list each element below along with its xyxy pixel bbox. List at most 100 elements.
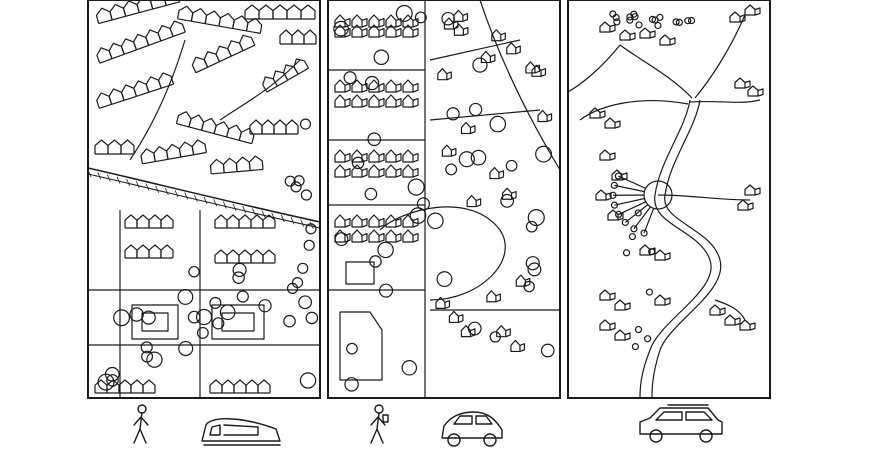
suv-icon bbox=[639, 404, 723, 443]
house bbox=[334, 214, 351, 228]
house bbox=[453, 9, 469, 22]
tree bbox=[631, 13, 639, 21]
tree bbox=[631, 343, 640, 351]
tree bbox=[196, 327, 209, 339]
house bbox=[506, 42, 521, 55]
tree bbox=[187, 310, 201, 324]
tree bbox=[672, 18, 680, 26]
main-road bbox=[639, 99, 712, 398]
tree bbox=[344, 377, 359, 392]
tree bbox=[106, 374, 119, 387]
tree bbox=[500, 193, 515, 208]
tree bbox=[489, 115, 507, 133]
terrace-row bbox=[244, 4, 316, 20]
house bbox=[709, 304, 726, 316]
main-road bbox=[651, 99, 722, 398]
house bbox=[351, 149, 368, 163]
house bbox=[639, 244, 656, 256]
walking-person-icon bbox=[370, 404, 389, 444]
tree bbox=[489, 331, 501, 343]
house bbox=[441, 144, 457, 157]
terrace-row bbox=[95, 0, 181, 25]
tree bbox=[367, 132, 382, 147]
terrace-row bbox=[209, 155, 264, 175]
roundabout bbox=[643, 180, 673, 210]
tree bbox=[377, 241, 394, 259]
terrace-row bbox=[214, 214, 276, 229]
tree bbox=[369, 255, 382, 268]
tree bbox=[232, 271, 245, 284]
tree bbox=[525, 220, 538, 233]
tree bbox=[195, 308, 213, 326]
tree bbox=[293, 175, 305, 187]
tree bbox=[129, 307, 144, 322]
tree bbox=[427, 212, 444, 230]
house bbox=[604, 117, 621, 129]
tree bbox=[687, 17, 696, 25]
terrace-row bbox=[175, 111, 255, 145]
tree bbox=[416, 197, 431, 211]
tree bbox=[236, 290, 249, 303]
tree bbox=[283, 314, 296, 328]
tree bbox=[364, 75, 380, 91]
street bbox=[479, 0, 560, 171]
tree bbox=[141, 350, 154, 363]
street bbox=[219, 59, 301, 121]
dense-urban-panel bbox=[87, 0, 321, 399]
house bbox=[510, 339, 526, 353]
tree bbox=[648, 248, 656, 256]
house bbox=[402, 149, 419, 163]
tree bbox=[535, 145, 552, 163]
house bbox=[744, 4, 761, 16]
terrace-row bbox=[94, 139, 135, 155]
house bbox=[739, 319, 756, 331]
tree bbox=[351, 156, 365, 170]
terrace-row bbox=[214, 249, 276, 264]
train-icon bbox=[201, 418, 281, 446]
dense-building-blocks bbox=[94, 0, 317, 394]
house bbox=[368, 149, 385, 163]
tree bbox=[445, 163, 458, 176]
house bbox=[334, 164, 351, 178]
tree bbox=[346, 342, 358, 355]
house bbox=[744, 184, 761, 196]
house bbox=[747, 85, 764, 97]
terrace-row bbox=[191, 34, 256, 74]
house bbox=[368, 229, 385, 243]
tree bbox=[364, 187, 378, 201]
house bbox=[448, 310, 464, 324]
house bbox=[402, 229, 419, 243]
tree bbox=[232, 262, 247, 278]
house bbox=[385, 214, 402, 228]
branch-road bbox=[619, 44, 693, 99]
cul-de-sac-spokes bbox=[609, 172, 655, 237]
tree bbox=[628, 233, 637, 241]
house bbox=[437, 68, 452, 81]
tree bbox=[300, 189, 313, 201]
branch-road bbox=[694, 14, 746, 99]
house bbox=[639, 27, 656, 39]
tree bbox=[113, 309, 131, 327]
house bbox=[385, 14, 402, 28]
terrace-row bbox=[249, 119, 299, 135]
suburban-panel bbox=[327, 0, 561, 399]
terrace-row bbox=[96, 72, 175, 109]
small-car-icon bbox=[441, 411, 503, 447]
tree bbox=[609, 10, 617, 18]
house bbox=[385, 149, 402, 163]
tree bbox=[436, 271, 453, 287]
house bbox=[489, 166, 505, 180]
sprawl-panel bbox=[567, 0, 771, 399]
house bbox=[385, 79, 402, 93]
walking-person-icon bbox=[133, 404, 149, 444]
tree bbox=[178, 340, 194, 357]
tree bbox=[97, 373, 115, 391]
street bbox=[379, 206, 506, 301]
dense-urban-frame bbox=[87, 0, 321, 399]
tree bbox=[648, 15, 657, 23]
house bbox=[515, 274, 531, 287]
tree bbox=[540, 343, 555, 358]
house bbox=[466, 194, 482, 208]
house bbox=[611, 169, 628, 181]
tree bbox=[141, 310, 156, 325]
